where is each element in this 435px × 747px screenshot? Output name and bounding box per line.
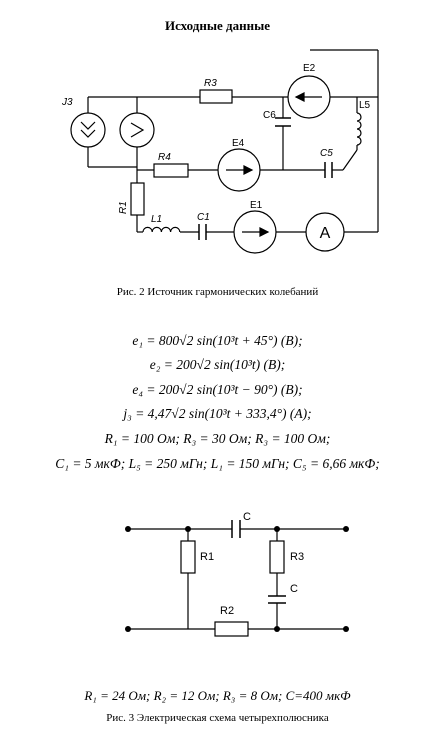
label-e1: E1 — [250, 200, 263, 211]
ammeter — [305, 212, 345, 252]
voltage-source-v — [119, 112, 155, 148]
resistor-r3-fig3 — [269, 540, 285, 574]
voltage-source-e4 — [217, 148, 261, 192]
inductor-l5 — [356, 112, 362, 146]
resistor-r1-fig3 — [180, 540, 196, 574]
equation-j3: j₃ = 4,47√2 sin(10³t + 333,4°) (А); — [123, 406, 312, 421]
resistor-r3 — [199, 89, 233, 104]
terminal-bottom-left — [125, 626, 131, 632]
label-c-right: C — [290, 583, 298, 595]
label-j3: J3 — [61, 97, 73, 108]
label-r4: R4 — [158, 152, 171, 163]
resistor-r1 — [130, 182, 145, 216]
equation-resistances: R₁ = 100 Ом; R₃ = 30 Ом; R₃ = 100 Ом; — [104, 431, 331, 446]
label-e2: E2 — [303, 63, 316, 74]
page-heading: Исходные данные — [164, 18, 271, 33]
node — [274, 526, 280, 532]
capacitor-c-top — [231, 520, 241, 538]
equation-reactive: C₁ = 5 мкФ; L₅ = 250 мГн; L₁ = 150 мГн; … — [55, 456, 380, 471]
circuit-diagram-fig2: J3 R3 E2 L5 C6 E4 R4 C5 R1 L1 C1 E1 A — [61, 49, 379, 254]
resistor-r4 — [153, 163, 189, 178]
terminal-top-right — [343, 526, 349, 532]
label-l5: L5 — [359, 100, 371, 111]
label-e4: E4 — [232, 138, 245, 149]
figure3-caption: Рис. 3 Электрическая схема четырехполюсн… — [106, 712, 329, 724]
label-l1: L1 — [151, 214, 162, 225]
label-c1: C1 — [197, 212, 210, 223]
label-r1-fig3: R1 — [200, 551, 214, 563]
inductor-l1 — [142, 226, 181, 233]
label-c6: C6 — [263, 110, 276, 121]
equation-e4: e₄ = 200√2 sin(10³t − 90°) (В); — [132, 382, 303, 397]
label-r2-fig3: R2 — [220, 605, 234, 617]
current-source-j3 — [70, 112, 106, 148]
capacitor-c6 — [275, 117, 291, 127]
terminal-bottom-right — [343, 626, 349, 632]
label-r1: R1 — [118, 201, 129, 214]
equation-e1: e₁ = 800√2 sin(10³t + 45°) (В); — [132, 333, 303, 348]
voltage-source-e2 — [287, 75, 331, 119]
figure2-caption: Рис. 2 Источник гармонических колебаний — [116, 286, 319, 298]
capacitor-c5 — [324, 162, 333, 178]
capacitor-c1 — [198, 224, 207, 240]
voltage-source-e1 — [233, 210, 277, 254]
capacitor-c-right — [268, 595, 286, 604]
label-c5: C5 — [320, 148, 333, 159]
node — [185, 526, 191, 532]
resistor-r2-fig3 — [214, 621, 249, 637]
equation-e2: e₂ = 200√2 sin(10³t) (В); — [149, 357, 286, 372]
label-c-top: C — [243, 511, 251, 523]
figure3-params: R₁ = 24 Ом; R₂ = 12 Ом; R₃ = 8 Ом; C=400… — [84, 688, 351, 703]
terminal-top-left — [125, 526, 131, 532]
node — [274, 626, 280, 632]
label-r3: R3 — [204, 78, 217, 89]
label-ammeter: A — [320, 225, 331, 242]
label-r3-fig3: R3 — [290, 551, 304, 563]
